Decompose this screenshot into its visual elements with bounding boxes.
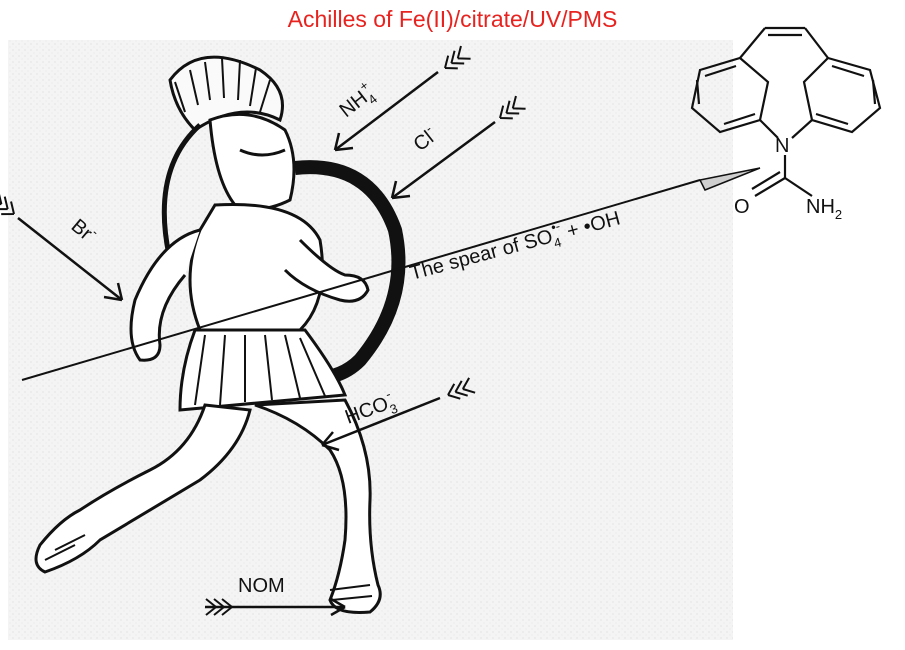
arrow-hco3 <box>321 376 477 452</box>
spear-tip <box>698 167 761 191</box>
arrow-nh4 <box>333 44 472 152</box>
arrow-nom <box>205 597 346 617</box>
figure-title: Achilles of Fe(II)/citrate/UV/PMS <box>287 6 618 32</box>
arrow-br <box>0 190 124 302</box>
molecule-structure <box>690 26 882 197</box>
spear-shaft <box>21 179 701 381</box>
achilles-figure <box>34 55 382 614</box>
molecule-n-label: N <box>775 135 789 157</box>
label-nom: NOM <box>238 575 285 597</box>
shield <box>294 160 406 386</box>
molecule-o-label: O <box>734 196 750 218</box>
molecule-nh2-label: NH2 <box>806 196 842 222</box>
arrow-cl <box>390 94 527 200</box>
